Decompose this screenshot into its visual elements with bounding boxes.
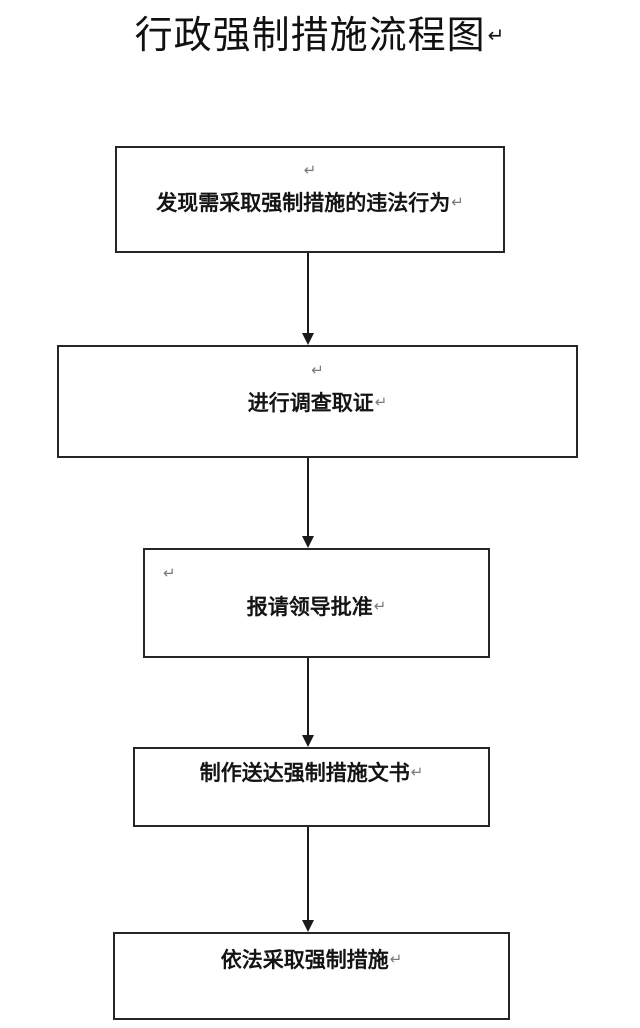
- connector-line: [307, 658, 309, 735]
- flow-node-step-3[interactable]: ↵ 报请领导批准↵: [143, 548, 490, 658]
- page-title-text: 行政强制措施流程图: [134, 13, 486, 57]
- flow-node-label-text: 制作送达强制措施文书: [199, 761, 410, 785]
- flow-node-step-4[interactable]: 制作送达强制措施文书↵: [133, 747, 490, 827]
- paragraph-mark-icon: ↵: [410, 763, 424, 781]
- paragraph-mark-icon: ↵: [373, 597, 387, 615]
- flow-node-label-text: 发现需采取强制措施的违法行为: [156, 191, 451, 215]
- paragraph-mark-icon: ↵: [451, 193, 464, 211]
- flow-node-label-text: 依法采取强制措施: [220, 948, 389, 972]
- flow-node-label: 发现需采取强制措施的违法行为↵: [117, 189, 503, 216]
- flow-node-label-text: 报请领导批准: [246, 595, 373, 619]
- flow-node-label: 制作送达强制措施文书↵: [135, 759, 488, 786]
- down-arrow-icon: [302, 536, 314, 548]
- paragraph-mark-icon: ↵: [374, 393, 388, 411]
- connector-line: [307, 253, 309, 333]
- down-arrow-icon: [302, 333, 314, 345]
- flow-node-label-text: 进行调查取证: [247, 391, 374, 415]
- connector-line: [307, 827, 309, 920]
- flow-node-step-2[interactable]: ↵ 进行调查取证↵: [57, 345, 578, 458]
- paragraph-mark-icon: ↵: [163, 564, 176, 582]
- connector-line: [307, 458, 309, 536]
- paragraph-mark-icon: ↵: [487, 23, 506, 47]
- down-arrow-icon: [302, 920, 314, 932]
- flow-node-label: 报请领导批准↵: [145, 593, 488, 620]
- flow-node-step-5[interactable]: 依法采取强制措施↵: [113, 932, 510, 1020]
- flow-node-step-1[interactable]: ↵ 发现需采取强制措施的违法行为↵: [115, 146, 505, 253]
- paragraph-mark-icon: ↵: [303, 161, 317, 179]
- flow-node-label: 进行调查取证↵: [59, 389, 576, 416]
- paragraph-mark-icon: ↵: [311, 361, 324, 379]
- flow-node-label: 依法采取强制措施↵: [115, 946, 508, 973]
- page-title: 行政强制措施流程图↵: [0, 12, 640, 58]
- down-arrow-icon: [302, 735, 314, 747]
- paragraph-mark-icon: ↵: [389, 950, 403, 968]
